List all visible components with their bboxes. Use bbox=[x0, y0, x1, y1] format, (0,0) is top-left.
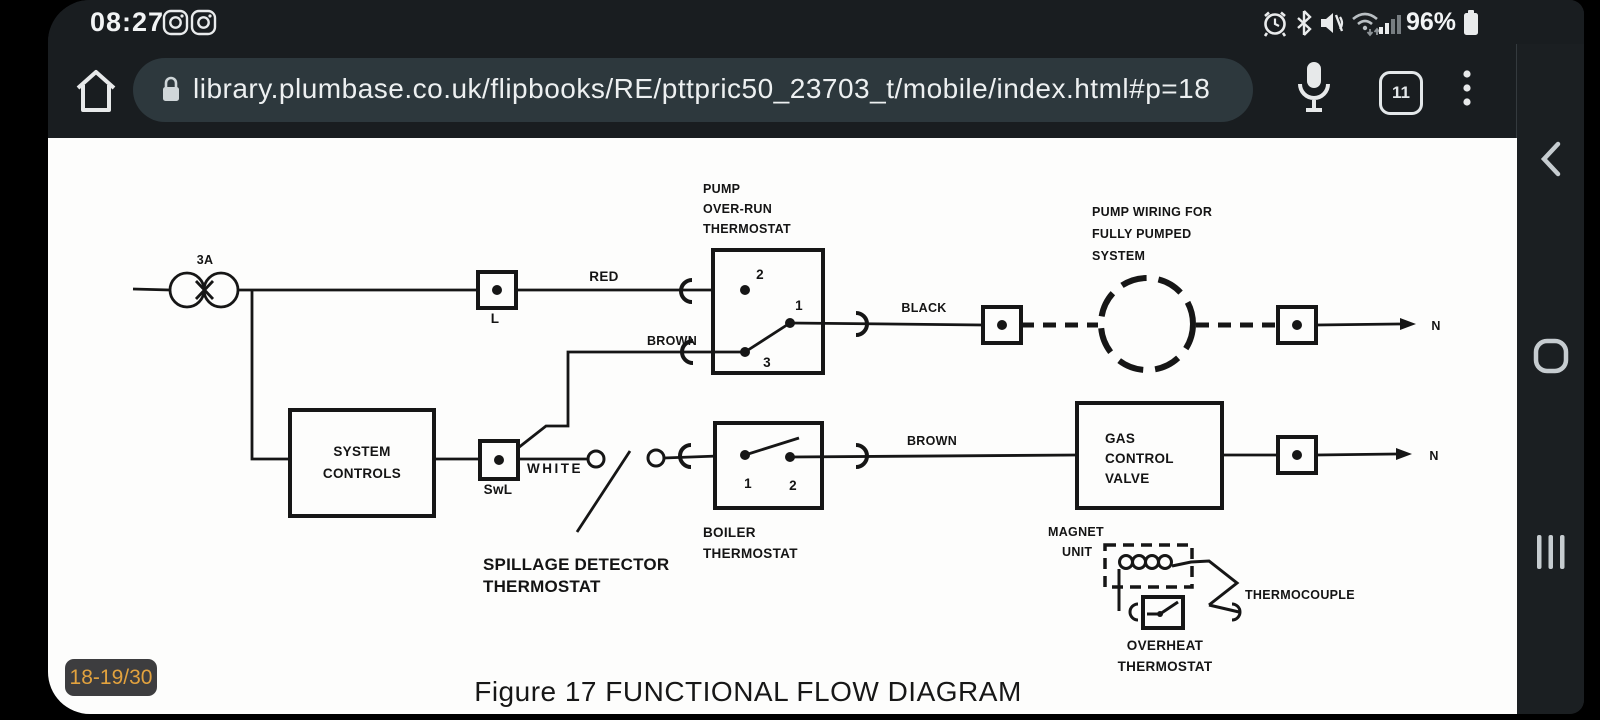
connector-black bbox=[855, 311, 869, 337]
gas-control-valve-box: GAS CONTROL VALVE bbox=[1075, 401, 1224, 510]
page-indicator-badge: 18-19/30 bbox=[65, 659, 157, 696]
port-label-2: OVER-RUN bbox=[703, 202, 772, 216]
address-bar: library.plumbase.co.uk/flipbooks/RE/pttp… bbox=[48, 44, 1517, 138]
neutral-lower-label: N bbox=[1429, 449, 1438, 463]
notification-app-icon bbox=[190, 9, 217, 36]
home-button[interactable] bbox=[74, 68, 118, 114]
boiler-terminal-2: 2 bbox=[789, 478, 797, 493]
boiler-terminal-1: 1 bbox=[744, 476, 752, 491]
home-nav-button[interactable] bbox=[1517, 338, 1584, 374]
magnet-label-1: MAGNET bbox=[1048, 525, 1104, 539]
battery-icon bbox=[1464, 10, 1478, 35]
signal-icon bbox=[1379, 15, 1401, 34]
wire-black bbox=[789, 321, 984, 327]
port-terminal-3: 3 bbox=[763, 355, 771, 370]
overheat-label-1: OVERHEAT bbox=[1127, 638, 1204, 653]
flipbook-page[interactable]: 3A L RED PUMP OVER-RUN THERMOSTAT 2 1 3 … bbox=[48, 138, 1517, 714]
magnet-label-2: UNIT bbox=[1062, 545, 1092, 559]
overheat-label-2: THERMOSTAT bbox=[1118, 659, 1213, 674]
status-bar: 08:27 bbox=[48, 0, 1584, 44]
gcv-label-2: CONTROL bbox=[1105, 451, 1174, 466]
pump-wiring-label-2: FULLY PUMPED bbox=[1092, 227, 1191, 241]
terminal-box-live: L bbox=[476, 270, 518, 326]
wire-black-label: BLACK bbox=[901, 301, 946, 315]
spillage-label-2: THERMOSTAT bbox=[483, 577, 601, 596]
pump-wiring-label-1: PUMP WIRING FOR bbox=[1092, 205, 1212, 219]
boiler-label-2: THERMOSTAT bbox=[703, 546, 798, 561]
gcv-label-3: VALVE bbox=[1105, 471, 1150, 486]
port-label-1: PUMP bbox=[703, 182, 740, 196]
spillage-detector-switch bbox=[575, 448, 666, 533]
back-button[interactable] bbox=[1517, 140, 1584, 178]
thermocouple-loop bbox=[1117, 559, 1242, 622]
alarm-icon bbox=[1263, 11, 1287, 37]
system-controls-label-2: CONTROLS bbox=[323, 466, 401, 481]
recents-button[interactable] bbox=[1517, 532, 1584, 572]
system-controls-box: SYSTEM CONTROLS bbox=[288, 408, 436, 518]
boiler-label-1: BOILER bbox=[703, 525, 756, 540]
port-label-3: THERMOSTAT bbox=[703, 222, 791, 236]
page-indicator-text: 18-19/30 bbox=[69, 665, 153, 689]
wire-red-label: RED bbox=[589, 269, 618, 284]
figure-caption: Figure 17 FUNCTIONAL FLOW DIAGRAM bbox=[474, 676, 1022, 707]
wire-brown-lower-label: BROWN bbox=[907, 434, 957, 448]
wire-white-label: WHITE bbox=[527, 461, 583, 476]
wifi-icon bbox=[1352, 12, 1381, 37]
menu-button[interactable] bbox=[1454, 66, 1480, 116]
lock-icon bbox=[163, 76, 179, 101]
overheat-thermostat-symbol bbox=[1141, 595, 1185, 630]
android-nav-bar bbox=[1516, 44, 1584, 714]
functional-flow-diagram: 3A L RED PUMP OVER-RUN THERMOSTAT 2 1 3 … bbox=[132, 182, 1440, 674]
url-text: library.plumbase.co.uk/flipbooks/RE/pttp… bbox=[193, 73, 1211, 104]
arrowhead-lower bbox=[1396, 448, 1412, 460]
gcv-label-1: GAS bbox=[1105, 431, 1135, 446]
boiler-thermostat-box: 1 2 bbox=[713, 421, 824, 510]
magnet-unit-symbol bbox=[1103, 543, 1194, 589]
connector-boiler-right bbox=[855, 443, 869, 469]
microphone-button[interactable] bbox=[1292, 60, 1336, 118]
connector-boiler-left bbox=[678, 443, 692, 469]
terminal-l-label: L bbox=[491, 311, 500, 326]
spillage-label-1: SPILLAGE DETECTOR bbox=[483, 555, 669, 574]
browser-window: 08:27 bbox=[48, 0, 1584, 714]
url-omnibox[interactable]: library.plumbase.co.uk/flipbooks/RE/pttp… bbox=[133, 58, 1253, 122]
terminal-box-pump-2 bbox=[1276, 305, 1318, 345]
wire-brown-upper bbox=[517, 350, 745, 450]
terminal-box-pump-1 bbox=[981, 305, 1023, 345]
fuse-rating-label: 3A bbox=[197, 253, 214, 267]
terminal-swl-label: SwL bbox=[484, 482, 513, 497]
arrowhead-upper bbox=[1400, 318, 1416, 330]
system-controls-label-1: SYSTEM bbox=[333, 444, 390, 459]
tab-count: 11 bbox=[1392, 83, 1410, 102]
pump-wiring-label-3: SYSTEM bbox=[1092, 249, 1145, 263]
neutral-upper-label: N bbox=[1431, 319, 1440, 333]
switch-arm bbox=[744, 321, 791, 354]
connector-red bbox=[679, 278, 693, 304]
mute-icon bbox=[1321, 13, 1344, 33]
status-clock: 08:27 bbox=[90, 7, 165, 37]
connector-brown-upper bbox=[680, 339, 694, 365]
terminal-box-neutral-lower bbox=[1276, 435, 1318, 475]
wire-neutral-lower bbox=[1315, 452, 1397, 457]
wire-junction-drop bbox=[250, 290, 290, 461]
pump-overrun-thermostat: PUMP OVER-RUN THERMOSTAT 2 1 3 bbox=[703, 182, 825, 375]
fuse-symbol: 3A bbox=[132, 253, 240, 309]
battery-percent: 96% bbox=[1406, 8, 1457, 36]
tab-switcher-button[interactable]: 11 bbox=[1379, 71, 1423, 115]
pump-symbol: PUMP WIRING FOR FULLY PUMPED SYSTEM bbox=[1092, 205, 1212, 373]
port-terminal-1: 1 bbox=[795, 298, 803, 313]
wire-neutral-upper bbox=[1315, 322, 1401, 327]
wire-brown-lower bbox=[789, 453, 1078, 459]
thermocouple-label: THERMOCOUPLE bbox=[1245, 588, 1355, 602]
bluetooth-icon bbox=[1297, 10, 1312, 36]
terminal-box-switched-live: SwL bbox=[478, 439, 520, 497]
notification-app-icon bbox=[162, 9, 189, 36]
port-terminal-2: 2 bbox=[756, 267, 764, 282]
wire-brown-upper-label: BROWN bbox=[647, 334, 697, 348]
